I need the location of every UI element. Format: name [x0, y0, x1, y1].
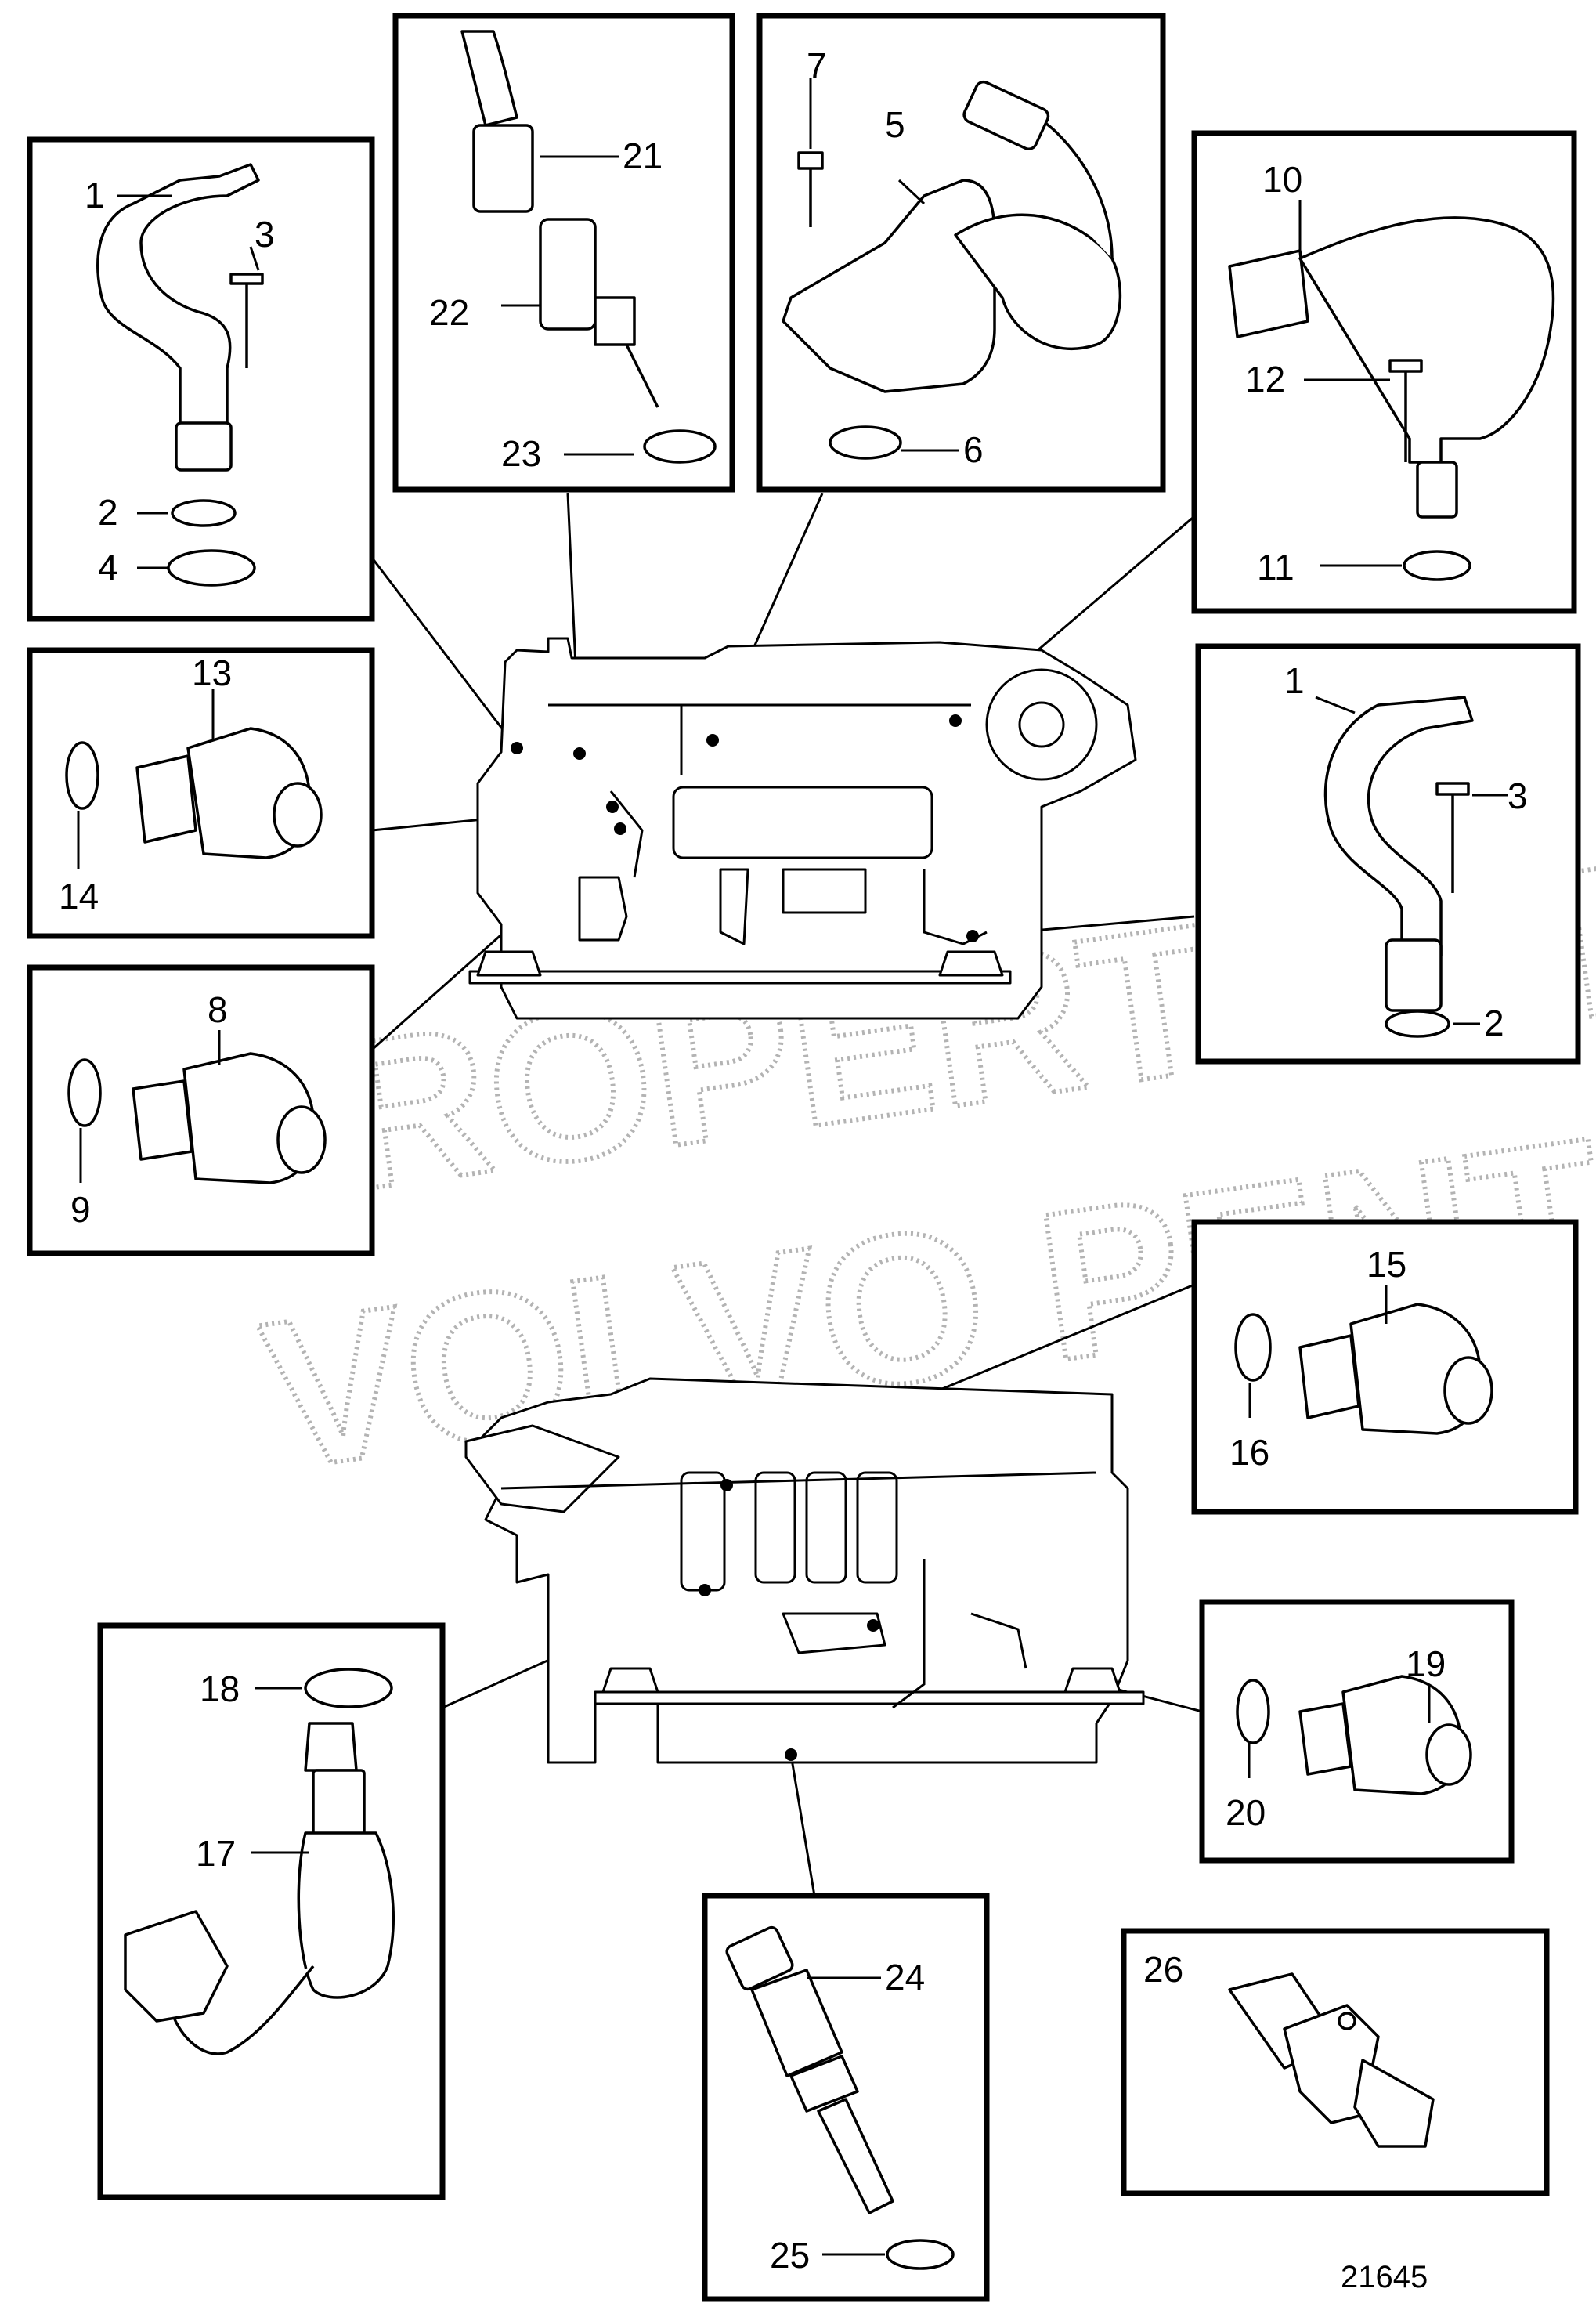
- box-sensor-i: 18 17: [97, 1622, 446, 2200]
- part-number-9: 9: [70, 1189, 91, 1230]
- part-number-19: 19: [1406, 1643, 1446, 1684]
- box-sensor-j: 19 20: [1199, 1599, 1515, 1864]
- box-sensor-k: 24 25: [702, 1893, 990, 2302]
- o-ring-20-icon: [1236, 1679, 1270, 1744]
- sensor-17-connector-icon: [124, 1910, 229, 2023]
- bolt-3a-head-icon: [229, 273, 264, 285]
- part-number-18: 18: [200, 1668, 240, 1709]
- part-number-15: 15: [1367, 1244, 1406, 1285]
- engine-bottom-view: [464, 1377, 1145, 1764]
- sensor-c-housing-icon: [782, 179, 996, 393]
- engine-fuel-filter: [680, 1471, 726, 1592]
- seal-6-icon: [829, 425, 902, 460]
- part-number-25: 25: [770, 2235, 810, 2276]
- o-ring-9-icon: [67, 1058, 102, 1127]
- part-number-3b: 3: [1508, 775, 1528, 816]
- part-number-21: 21: [623, 136, 663, 176]
- engine-mount-rail-lower: [594, 1690, 1145, 1705]
- box-sensor-c: 7 5 6: [756, 13, 1166, 493]
- part-number-22: 22: [429, 292, 469, 333]
- box-sensor-e: 13 14: [27, 647, 375, 939]
- bolt-3b-head-icon: [1435, 782, 1470, 796]
- part-number-14: 14: [59, 876, 99, 916]
- box-sensor-b: 21 22 23: [392, 13, 735, 493]
- engine-pump: [782, 868, 867, 914]
- part-number-26: 26: [1143, 1949, 1183, 1990]
- part-number-2a: 2: [98, 492, 118, 533]
- sensor-a-cable-icon: [96, 163, 260, 440]
- engine-filter-housing: [672, 786, 933, 859]
- bolt-12-head-icon: [1388, 359, 1423, 373]
- box-sensor-f: 8 9: [27, 964, 375, 1256]
- part-number-1b: 1: [1284, 660, 1305, 701]
- part-number-20: 20: [1226, 1792, 1266, 1833]
- part-number-23: 23: [501, 433, 541, 474]
- engine-top-view: [468, 637, 1137, 1020]
- bolt-7-head-icon: [797, 151, 824, 170]
- box-sensor-h: 15 16: [1191, 1219, 1579, 1515]
- seal-2a-icon: [171, 499, 237, 527]
- sensor-g-cable-icon: [1323, 696, 1474, 957]
- part-number-6: 6: [963, 429, 984, 470]
- box-sensor-a: 1 3 2 4: [27, 136, 375, 622]
- box-sensor-l: 26: [1121, 1928, 1550, 2196]
- part-number-24: 24: [885, 1957, 925, 1997]
- box-sensor-d: 10 12 11: [1191, 130, 1577, 614]
- part-number-10: 10: [1262, 159, 1302, 200]
- sensor-d-connector-icon: [1228, 249, 1309, 338]
- seal-23-icon: [643, 429, 717, 464]
- part-number-4: 4: [98, 547, 118, 587]
- sensor-b-cable-icon: [460, 30, 518, 127]
- o-ring-16-icon: [1234, 1313, 1272, 1382]
- part-number-11: 11: [1257, 547, 1294, 587]
- seal-25-icon: [886, 2239, 955, 2270]
- part-number-16: 16: [1229, 1432, 1269, 1473]
- seal-11-icon: [1403, 550, 1471, 581]
- part-number-5: 5: [885, 104, 905, 145]
- seal-18-icon: [304, 1668, 393, 1708]
- part-number-7: 7: [807, 45, 827, 86]
- engine-air-intake: [464, 1424, 620, 1513]
- part-number-13: 13: [192, 653, 232, 693]
- gasket-4-icon: [167, 549, 256, 587]
- o-ring-14-icon: [65, 741, 99, 810]
- sensor-24-body-icon: [750, 1969, 843, 2077]
- box-sensor-g: 1 3 2: [1195, 643, 1581, 1065]
- part-number-17: 17: [196, 1833, 236, 1874]
- part-number-3a: 3: [255, 214, 275, 255]
- part-number-12: 12: [1245, 359, 1285, 399]
- sensor-17-cable-icon: [171, 1965, 315, 2055]
- part-number-2b: 2: [1484, 1003, 1504, 1043]
- diagram-reference-number: 21645: [1341, 2260, 1428, 2294]
- part-number-8: 8: [208, 989, 228, 1030]
- engine-mount-rail: [468, 970, 1012, 985]
- part-number-1a: 1: [85, 175, 105, 215]
- seal-2b-icon: [1385, 1010, 1450, 1038]
